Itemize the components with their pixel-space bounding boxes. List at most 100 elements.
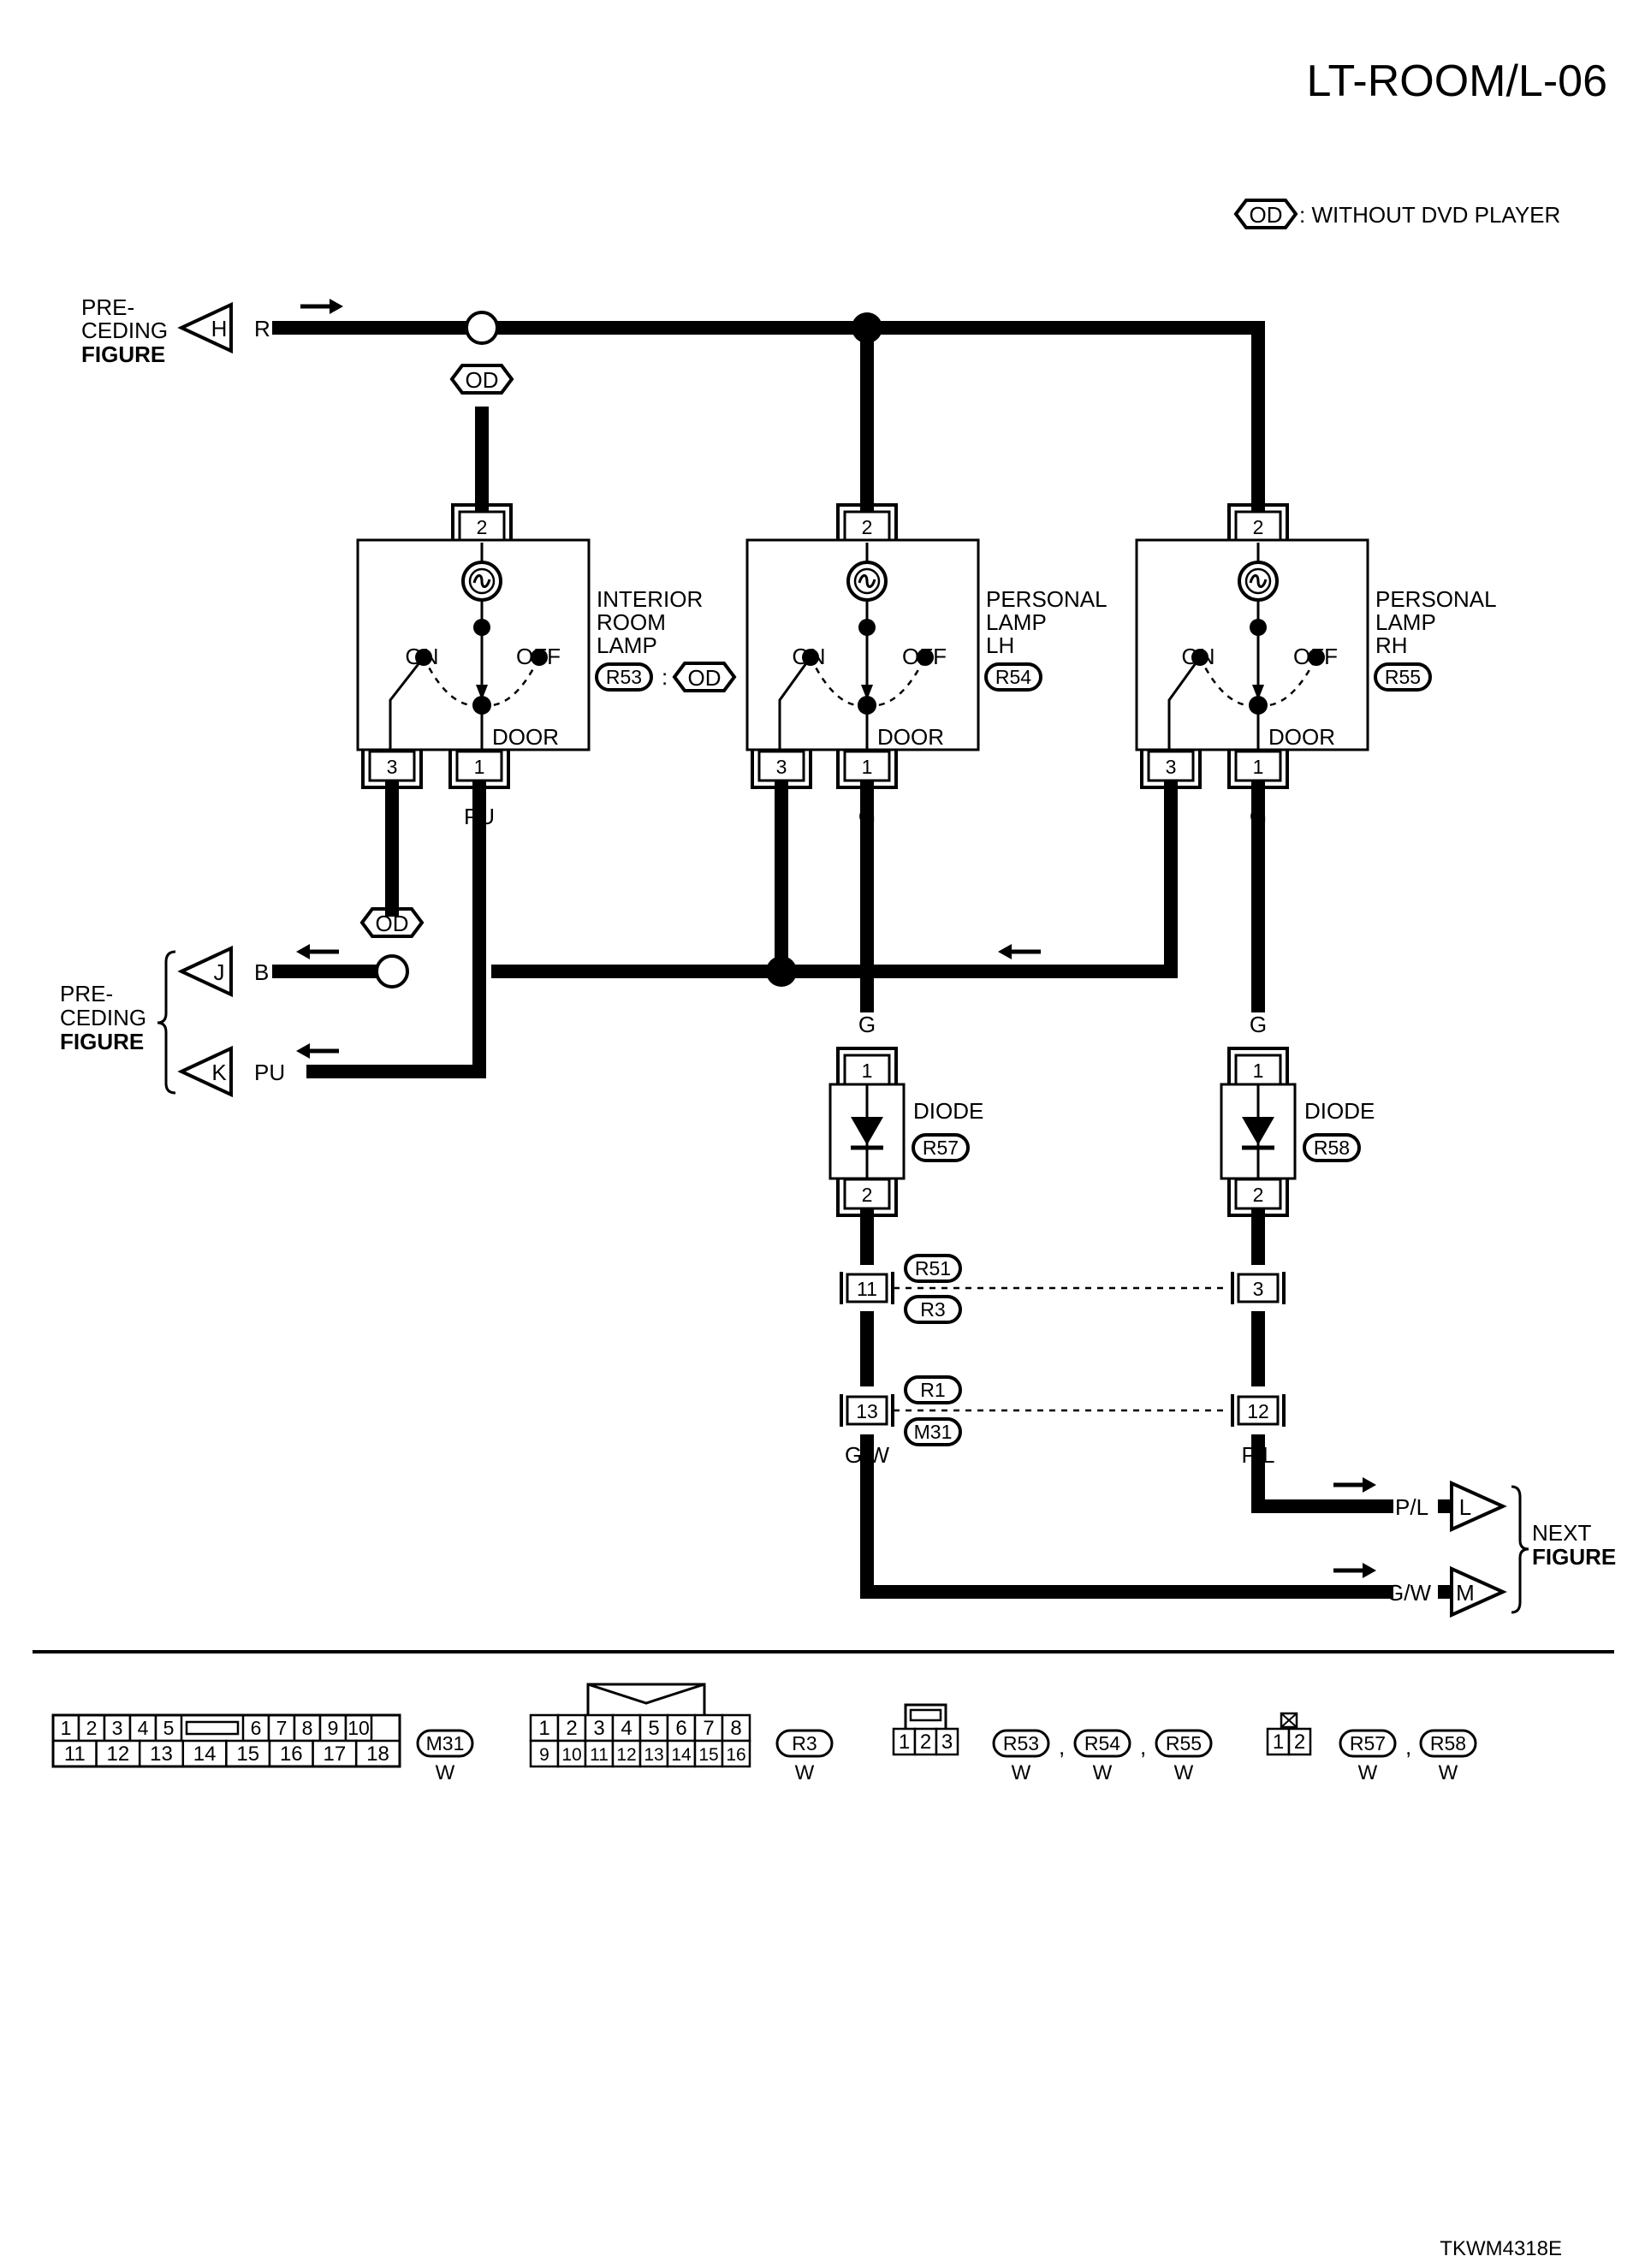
- pin-label: 7: [703, 1717, 714, 1740]
- switch-off-label: OFF: [902, 644, 947, 669]
- pin-number: 1: [1253, 756, 1264, 778]
- wire-label: G: [858, 1012, 876, 1037]
- personal-lamp-rh: 2 ON OFF DOOR 3 1 PERSONAL LAMP RH R55: [1135, 503, 1497, 789]
- wire-label: R: [474, 462, 490, 488]
- pin-cell: [529, 1713, 560, 1743]
- preceding-label-2: CEDING: [81, 318, 168, 343]
- connector-tag: [1155, 1729, 1213, 1758]
- footer-code: TKWM4318E: [1440, 2237, 1562, 2260]
- wire-label: P/L: [1241, 1442, 1274, 1468]
- diode-lh: G 1 2 DIODE R57: [828, 1012, 983, 1217]
- pin-label: 18: [366, 1743, 389, 1766]
- wire-label: G: [1250, 1012, 1267, 1037]
- pin-label: 1: [61, 1717, 72, 1739]
- switch-door-label: DOOR: [877, 724, 944, 750]
- preceding-label-1: PRE-: [60, 981, 113, 1006]
- pin-cell: [154, 1713, 183, 1743]
- connector-tag: [1073, 1729, 1131, 1758]
- pin-number: 3: [1253, 1278, 1264, 1300]
- ref-l: L: [1459, 1494, 1471, 1520]
- preceding-label-2: CEDING: [60, 1005, 146, 1030]
- connector-id: R3: [920, 1298, 945, 1321]
- separator-comma: ,: [1059, 1734, 1065, 1760]
- pin-number: 3: [1166, 756, 1177, 778]
- od-legend-text: : WITHOUT DVD PLAYER: [1299, 202, 1560, 228]
- pin-label: 1: [1273, 1731, 1284, 1754]
- pin-cell: [1287, 1727, 1312, 1756]
- pin-label: 12: [107, 1743, 130, 1766]
- pin-cell: [721, 1739, 751, 1768]
- pin-cell: [556, 1713, 587, 1743]
- connector-arrow-k: [177, 1045, 233, 1098]
- switch-off-label: OFF: [516, 644, 561, 669]
- pin-label: 1: [538, 1717, 549, 1740]
- separator-comma: ,: [1140, 1734, 1146, 1760]
- od-tag-shape: [1233, 199, 1298, 229]
- connector-id: R57: [1350, 1732, 1386, 1754]
- wire-label: B: [774, 804, 788, 829]
- connector-id: R54: [1084, 1732, 1120, 1754]
- connector-tag: [775, 1729, 834, 1758]
- pin-label: 2: [566, 1717, 577, 1740]
- pin-number: 3: [387, 756, 398, 778]
- splice-point: [375, 954, 409, 989]
- pin-number: 1: [1253, 1060, 1264, 1082]
- splice-point: [852, 312, 882, 343]
- pin-label: 14: [193, 1743, 217, 1766]
- next-label-2: FIGURE: [1532, 1544, 1616, 1570]
- pin-label: 10: [561, 1745, 581, 1765]
- pin-label: 2: [86, 1717, 98, 1739]
- connector-color: W: [1439, 1761, 1458, 1784]
- preceding-figure-ref-top: PRE- CEDING FIGURE H R: [81, 294, 343, 367]
- pin-label: 3: [112, 1717, 123, 1739]
- wire-label: G/W: [845, 1442, 889, 1468]
- ref-m: M: [1456, 1580, 1475, 1606]
- connector-tag: [1419, 1729, 1477, 1758]
- wire-label: G: [1250, 804, 1267, 829]
- pin-label: 7: [276, 1717, 288, 1739]
- switch-on-label: ON: [1182, 644, 1215, 669]
- connector-id: R53: [606, 666, 642, 688]
- od-tag-label: OD: [1250, 202, 1283, 228]
- pin-label: 5: [163, 1717, 175, 1739]
- lamp-label-3: LH: [986, 632, 1014, 658]
- pin-number: 2: [862, 516, 873, 538]
- connector-tag: [416, 1729, 474, 1758]
- lamp-label-3: LAMP: [597, 632, 657, 658]
- pin-label: 15: [236, 1743, 259, 1766]
- pin-label: 11: [590, 1745, 609, 1765]
- diode-label: DIODE: [913, 1098, 983, 1124]
- pin-number: 3: [776, 756, 787, 778]
- pin-label: 4: [621, 1717, 632, 1740]
- switch-off-label: OFF: [1293, 644, 1338, 669]
- connector-latch-x: [1280, 1713, 1298, 1728]
- connector-id: R55: [1385, 666, 1421, 688]
- lamp-label-3: RH: [1375, 632, 1408, 658]
- pin-label: 14: [671, 1745, 692, 1765]
- wires: [276, 321, 1393, 1599]
- connector-latch: [185, 1720, 240, 1736]
- connector-tag: [992, 1729, 1050, 1758]
- pin-label: 2: [1294, 1731, 1305, 1754]
- personal-lamp-lh: 2 ON OFF DOOR 3 1 PERSONAL LAMP LH R54: [745, 503, 1108, 789]
- diode-rh: G 1 2 DIODE R58: [1220, 1012, 1375, 1217]
- lamp-label-2: LAMP: [1375, 609, 1436, 635]
- pin-cell: [312, 1739, 358, 1768]
- wire-label-gw: G/W: [1387, 1580, 1431, 1606]
- connector-sep: :: [662, 664, 668, 690]
- pin-label: 6: [251, 1717, 262, 1739]
- pin-label: 1: [899, 1731, 910, 1754]
- lamp-label-2: ROOM: [597, 609, 666, 635]
- pin-label: 15: [698, 1745, 718, 1765]
- od-tag-label: OD: [688, 665, 722, 691]
- pin-label: 3: [593, 1717, 604, 1740]
- connector-id: R3: [792, 1732, 817, 1754]
- splice-point: [465, 311, 499, 345]
- od-tag-bottom: OD: [359, 907, 425, 938]
- od-tag-top: OD: [449, 364, 514, 395]
- lamp-label-1: INTERIOR: [597, 586, 703, 612]
- pin-cell: [693, 1713, 724, 1743]
